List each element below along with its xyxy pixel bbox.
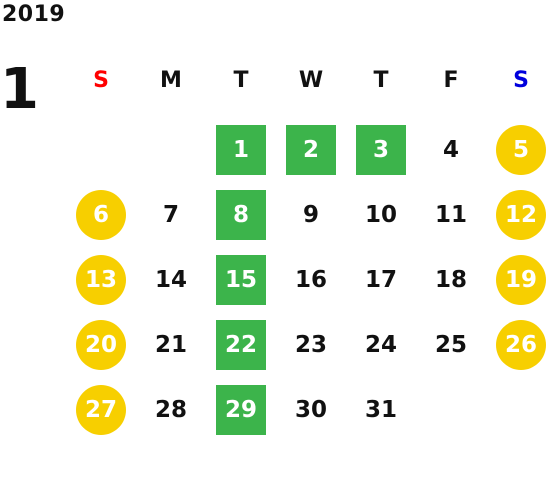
calendar-cell: 11 [416,183,486,247]
calendar-cell: 25 [416,313,486,377]
weekday-wednesday: W [298,68,324,93]
calendar-day-22[interactable]: 22 [216,320,266,370]
calendar-cell: 1 [206,118,276,182]
weekday-header: S M T W T F S [66,64,546,98]
calendar-day-11[interactable]: 11 [434,202,467,228]
calendar-day-30[interactable]: 30 [294,397,327,423]
calendar-cell: 23 [276,313,346,377]
calendar-day-12[interactable]: 12 [496,190,546,240]
calendar-cell: 17 [346,248,416,312]
calendar-cell: 13 [66,248,136,312]
calendar-day-13[interactable]: 13 [76,255,126,305]
calendar-cell: 22 [206,313,276,377]
calendar-day-26[interactable]: 26 [496,320,546,370]
calendar-day-8[interactable]: 8 [216,190,266,240]
calendar-cell: 10 [346,183,416,247]
calendar-day-21[interactable]: 21 [154,332,187,358]
calendar-day-2[interactable]: 2 [286,125,336,175]
year-label: 2019 [2,2,66,27]
calendar-cell [416,378,486,442]
calendar-cell: 29 [206,378,276,442]
calendar-day-1[interactable]: 1 [216,125,266,175]
month-number: 1 [0,57,39,122]
calendar-day-17[interactable]: 17 [364,267,397,293]
calendar-day-23[interactable]: 23 [294,332,327,358]
calendar-week-row: 27 28 29 30 31 [66,378,546,442]
calendar-cell: 7 [136,183,206,247]
calendar-cell: 19 [486,248,548,312]
calendar-week-row: 6 7 8 9 10 11 12 [66,183,546,247]
calendar-cell: 30 [276,378,346,442]
calendar-day-31[interactable]: 31 [364,397,397,423]
calendar-day-15[interactable]: 15 [216,255,266,305]
calendar-day-6[interactable]: 6 [76,190,126,240]
weekday-sunday: S [93,68,109,93]
calendar-cell: 18 [416,248,486,312]
calendar-day-9[interactable]: 9 [302,202,319,228]
calendar-day-24[interactable]: 24 [364,332,397,358]
calendar-day-10[interactable]: 10 [364,202,397,228]
calendar-cell: 2 [276,118,346,182]
calendar-day-5[interactable]: 5 [496,125,546,175]
calendar-day-16[interactable]: 16 [294,267,327,293]
calendar-cell: 6 [66,183,136,247]
calendar-week-row: 20 21 22 23 24 25 26 [66,313,546,377]
calendar-cell: 8 [206,183,276,247]
calendar-cell: 27 [66,378,136,442]
calendar-cell: 3 [346,118,416,182]
calendar-cell: 21 [136,313,206,377]
calendar-cell [486,378,548,442]
calendar-cell: 9 [276,183,346,247]
calendar-day-18[interactable]: 18 [434,267,467,293]
calendar-cell: 20 [66,313,136,377]
calendar-cell: 14 [136,248,206,312]
weekday-friday: F [443,68,459,93]
calendar-day-3[interactable]: 3 [356,125,406,175]
weekday-monday: M [160,68,182,93]
calendar-cell: 16 [276,248,346,312]
calendar-cell: 28 [136,378,206,442]
calendar-cell: 5 [486,118,548,182]
calendar-day-20[interactable]: 20 [76,320,126,370]
calendar-day-7[interactable]: 7 [162,202,179,228]
weekday-saturday: S [513,68,529,93]
calendar-day-25[interactable]: 25 [434,332,467,358]
calendar-day-14[interactable]: 14 [154,267,187,293]
calendar-cell: 31 [346,378,416,442]
calendar-cell: 12 [486,183,548,247]
calendar-cell: 4 [416,118,486,182]
calendar-cell: 24 [346,313,416,377]
calendar-cell [66,118,136,182]
calendar-day-28[interactable]: 28 [154,397,187,423]
calendar-cell [136,118,206,182]
calendar-week-row: 13 14 15 16 17 18 19 [66,248,546,312]
calendar-day-29[interactable]: 29 [216,385,266,435]
calendar-day-19[interactable]: 19 [496,255,546,305]
calendar-cell: 15 [206,248,276,312]
calendar-cell: 26 [486,313,548,377]
calendar-day-27[interactable]: 27 [76,385,126,435]
weekday-thursday: T [373,68,389,93]
calendar-day-4[interactable]: 4 [442,137,459,163]
weekday-tuesday: T [233,68,249,93]
